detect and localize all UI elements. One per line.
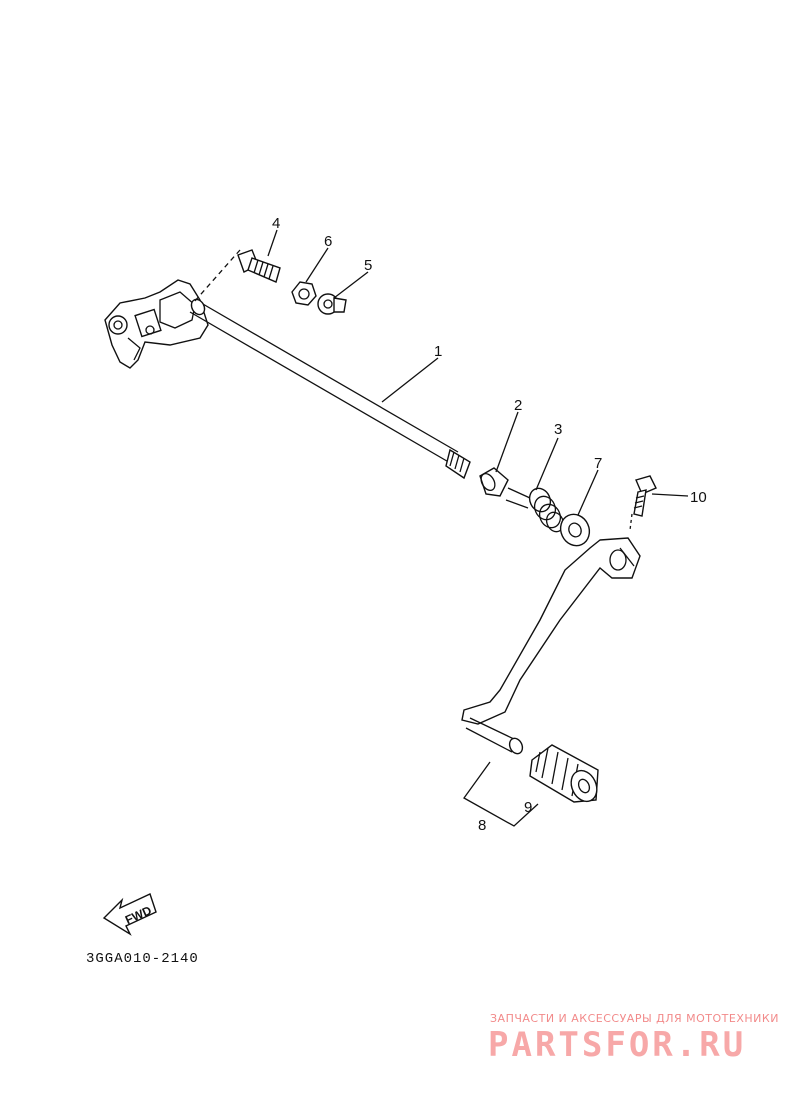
- bolt-leader-line: [193, 249, 241, 303]
- washer-5: [317, 293, 347, 315]
- shift-pedal: [461, 537, 641, 725]
- shift-shaft: [189, 298, 471, 480]
- callout-3: 3: [554, 421, 562, 438]
- nut-6: [291, 281, 317, 306]
- callout-4: 4: [272, 215, 280, 232]
- pedal-pin: [465, 717, 524, 755]
- bolt-10: [629, 475, 657, 531]
- bolt-4: [237, 249, 281, 283]
- callout-6: 6: [324, 233, 332, 250]
- fwd-arrow-icon: FWD: [102, 893, 157, 936]
- callout-1: 1: [434, 343, 442, 360]
- leader-lines: [267, 229, 689, 827]
- watermark-brand: PARTSFOR.RU: [488, 1025, 746, 1065]
- drawing-code: 3GGA010-2140: [86, 951, 199, 967]
- callout-5: 5: [364, 257, 372, 274]
- callout-9: 9: [524, 799, 532, 816]
- watermark-tagline: ЗАПЧАСТИ И АКСЕССУАРЫ ДЛЯ МОТОТЕХНИКИ: [490, 1012, 779, 1025]
- washer-7: [559, 513, 591, 547]
- pedal-rubber-9: [529, 744, 599, 803]
- watermark: ЗАПЧАСТИ И АКСЕССУАРЫ ДЛЯ МОТОТЕХНИКИ PA…: [488, 1012, 779, 1065]
- collar-2: [479, 467, 509, 497]
- callout-10: 10: [690, 489, 707, 506]
- callout-2: 2: [514, 397, 522, 414]
- shift-arm: [104, 279, 209, 369]
- spring-3: [505, 487, 565, 533]
- callout-8: 8: [478, 817, 486, 834]
- callout-7: 7: [594, 455, 602, 472]
